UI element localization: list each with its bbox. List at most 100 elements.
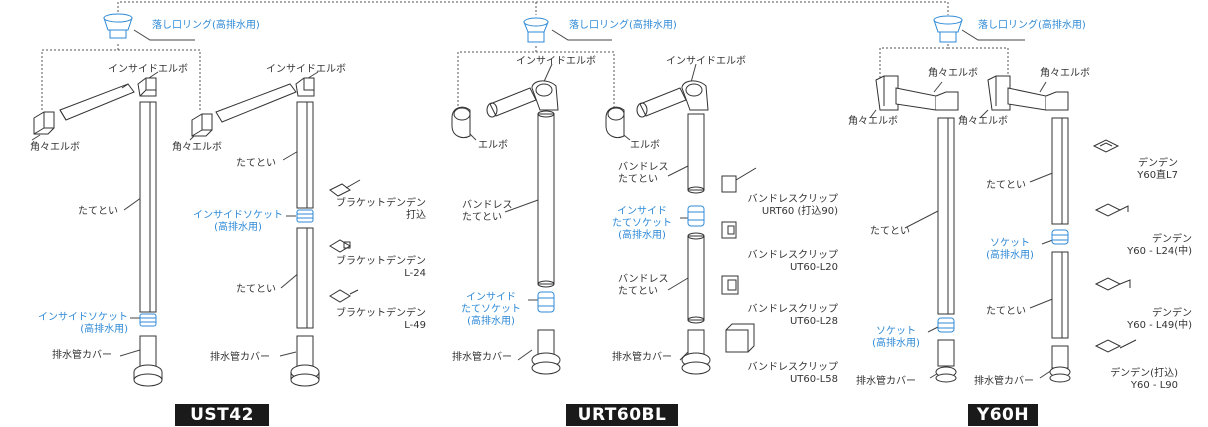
ust42-inside-elbow2-icon: [295, 77, 315, 97]
urt60bl-assembly: [451, 17, 757, 375]
urt60bl-ring-label: 落し口リング(高排水用): [569, 20, 677, 31]
y60h-ring-label: 落し口リング(高排水用): [978, 20, 1086, 31]
urt60bl-clip-2-label: バンドレスクリップ UT60-L20: [747, 250, 839, 273]
ust42-square-elbow-label: 角々エルボ: [30, 142, 80, 153]
ust42-bracket-1-label: ブラケットデンデン 打込: [336, 198, 426, 221]
y60h-drain-cover2-icon: [1049, 345, 1071, 383]
urt60bl-downpipe2-icon: [687, 113, 705, 194]
y60h-square-elbow-right-label: 角々エルボ: [958, 116, 1008, 127]
urt60bl-socket2-label: インサイド たてソケット (高排水用): [612, 206, 672, 241]
urt60bl-clip-4-label: バンドレスクリップ UT60-L58: [747, 362, 839, 385]
ust42-drain-cover2-icon: [290, 335, 320, 387]
urt60bl-elbow2-label: エルボ: [630, 140, 660, 151]
y60h-downpipe3-icon: [1051, 251, 1069, 339]
ust42-bracket-2-label: ブラケットデンデン L-24: [336, 256, 426, 279]
y60h-socket2-label: ソケット (高排水用): [986, 238, 1034, 261]
ust42-inside-elbow-label: インサイドエルボ: [108, 64, 188, 75]
urt60bl-clip-3-label: バンドレスクリップ UT60-L28: [747, 304, 839, 327]
y60h-denden-2-label: デンデン Y60 - L24(中): [1127, 234, 1192, 257]
y60h-drain-cover-icon: [935, 339, 957, 383]
y60h-square-elbow-left-label: 角々エルボ: [848, 116, 898, 127]
ust42-drain-cover-icon: [133, 335, 163, 387]
ust42-bracket-1-icon: [329, 179, 361, 197]
ust42-socket-label: インサイドソケット (高排水用): [38, 312, 128, 335]
ust42-downpipe3-icon: [296, 227, 314, 329]
ust42-socket-icon: [139, 313, 157, 327]
y60h-denden-3-label: デンデン Y60 - L49(中): [1127, 308, 1192, 331]
y60h-cover-label: 排水管カバー: [856, 376, 916, 387]
urt60bl-drain-ring-icon: [523, 17, 549, 43]
urt60bl-socket-icon: [537, 291, 555, 313]
y60h-denden-1-label: デンデン Y60直L7: [1137, 158, 1178, 181]
y60h-downpipe-icon: [937, 117, 955, 315]
y60h-model-badge: Y60H: [968, 404, 1038, 426]
urt60bl-inside-elbow2-icon: [681, 80, 709, 111]
y60h-box-gutter2-icon: [1007, 87, 1069, 111]
y60h-denden-4-label: デンデン(打込) Y60 - L90: [1110, 368, 1178, 391]
ust42-inside-elbow-icon: [137, 77, 157, 97]
ust42-downpipe2-label: たてとい: [236, 158, 276, 169]
urt60bl-round-pipe-icon: [486, 87, 537, 118]
ust42-bracket-2-icon: [329, 239, 351, 253]
ust42-model-badge: UST42: [175, 404, 269, 426]
y60h-socket-label: ソケット (高排水用): [872, 326, 920, 349]
urt60bl-elbow-right-icon: [605, 106, 625, 139]
y60h-downpipe2-label: たてとい: [986, 180, 1026, 191]
ust42-bracket-3-icon: [329, 289, 359, 303]
connection-lines: [41, 1, 1009, 112]
ust42-square-elbow-right-icon: [191, 113, 213, 137]
urt60bl-downpipe3-icon: [687, 232, 705, 324]
ust42-downpipe-label: たてとい: [78, 206, 118, 217]
y60h-socket-icon: [937, 317, 955, 333]
ust42-downpipe3-label: たてとい: [236, 284, 276, 295]
y60h-box-gutter-icon: [895, 87, 959, 111]
urt60bl-drain-cover2-icon: [681, 329, 711, 375]
urt60bl-clip-4-icon: [725, 323, 755, 353]
urt60bl-downpipe-icon: [537, 110, 555, 288]
y60h-cover2-label: 排水管カバー: [974, 376, 1034, 387]
y60h-assembly: [875, 15, 1137, 383]
urt60bl-bandless-pipe-label: バンドレス たてとい: [462, 200, 513, 223]
urt60bl-round-pipe2-icon: [636, 87, 687, 118]
urt60bl-socket2-icon: [687, 205, 705, 227]
urt60bl-inside-elbow-icon: [531, 80, 559, 111]
ust42-socket2-icon: [296, 209, 314, 223]
ust42-ring-label: 落し口リング(高排水用): [152, 20, 260, 31]
ust42-inside-elbow2-label: インサイドエルボ: [266, 64, 346, 75]
y60h-denden-3-icon: [1094, 277, 1131, 291]
y60h-socket2-icon: [1051, 229, 1069, 245]
ust42-assembly: [33, 13, 361, 387]
y60h-square-elbow-top2-label: 角々エルボ: [1040, 68, 1090, 79]
urt60bl-elbow-label: エルボ: [478, 140, 508, 151]
y60h-downpipe2-icon: [1051, 117, 1069, 225]
urt60bl-inside-elbow-label: インサイドエルボ: [516, 56, 596, 67]
y60h-denden-4-icon: [1094, 339, 1137, 353]
ust42-downpipe-icon: [139, 101, 157, 313]
ust42-drain-ring-icon: [103, 13, 133, 39]
ust42-square-elbow2-label: 角々エルボ: [172, 142, 222, 153]
urt60bl-socket-label: インサイド たてソケット (高排水用): [461, 292, 521, 327]
ust42-horizontal-pipe-icon: [59, 83, 135, 121]
y60h-drain-ring-icon: [933, 15, 963, 43]
urt60bl-bandless-pipe3-label: バンドレス たてとい: [618, 274, 669, 297]
y60h-downpipe3-label: たてとい: [986, 306, 1026, 317]
ust42-square-elbow-left-icon: [33, 111, 55, 135]
ust42-downpipe2-icon: [296, 101, 314, 209]
ust42-cover-label: 排水管カバー: [52, 350, 112, 361]
ust42-cover2-label: 排水管カバー: [210, 352, 270, 363]
ust42-socket2-label: インサイドソケット (高排水用): [193, 210, 283, 233]
urt60bl-bandless-pipe2-label: バンドレス たてとい: [618, 162, 669, 185]
y60h-denden-1-icon: [1092, 139, 1120, 153]
urt60bl-clip-2-icon: [721, 221, 737, 239]
y60h-denden-2-icon: [1094, 203, 1129, 217]
y60h-downpipe-label: たてとい: [870, 226, 910, 237]
urt60bl-inside-elbow2-label: インサイドエルボ: [666, 56, 746, 67]
ust42-bracket-3-label: ブラケットデンデン L-49: [336, 308, 426, 331]
urt60bl-model-badge: URT60BL: [566, 404, 678, 426]
urt60bl-clip-3-icon: [721, 275, 739, 295]
urt60bl-cover-label: 排水管カバー: [452, 352, 512, 363]
y60h-square-elbow-left-icon: [875, 75, 899, 111]
y60h-square-elbow-top-label: 角々エルボ: [928, 68, 978, 79]
